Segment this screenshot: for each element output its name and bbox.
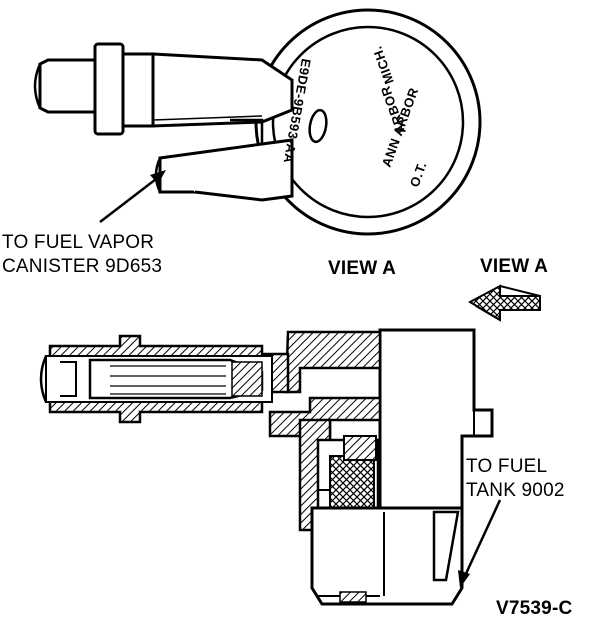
view-a-arrow-label: VIEW A [480,256,548,277]
side-port [154,118,294,202]
fuel-tank-leader-arrow [458,499,502,588]
view-a-caption: VIEW A [328,258,396,279]
lower-housing [310,506,464,606]
top-view: E9DE-9B593-AA ANN ARBOR O.T. ARBOR MICH. [33,8,482,236]
figure-id: V7539-C [496,598,572,619]
fuel-tank-label-line1: TO FUEL [466,456,547,477]
vapor-leader-arrow [99,170,166,223]
vapor-canister-label-line1: TO FUEL VAPOR [2,232,154,253]
valve-cap [271,25,465,219]
fuel-tank-label-line2: TANK 9002 [466,480,565,501]
cap-oval-mark [308,108,328,144]
vapor-outlet-nipple [33,42,294,136]
section-view [39,328,502,606]
vapor-canister-label-line2: CANISTER 9D653 [2,256,162,277]
view-a-arrow [467,284,541,322]
nipple-section [39,334,290,424]
housing-wall-section [284,330,382,394]
